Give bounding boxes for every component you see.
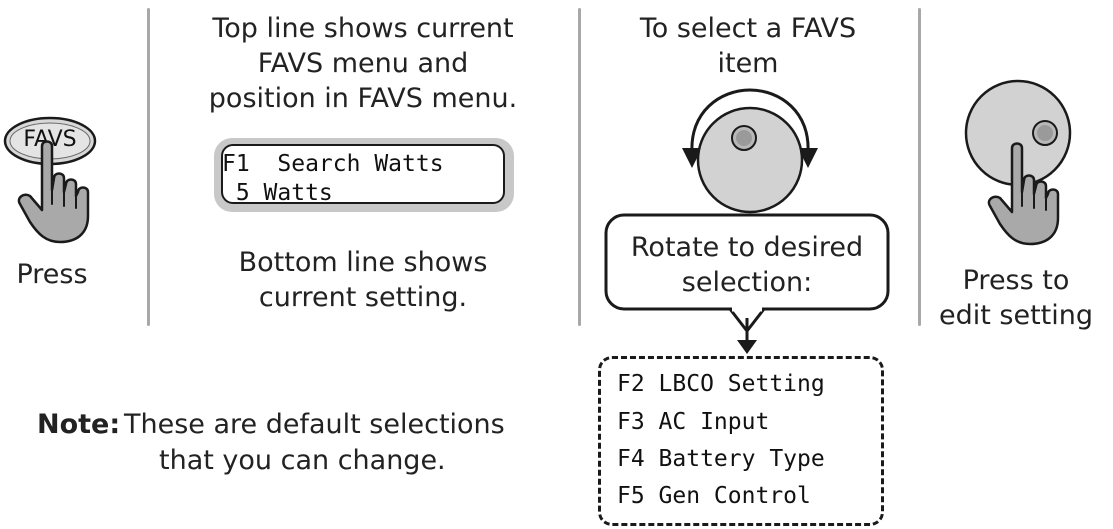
callout-text-2: selection:: [681, 267, 813, 298]
divider-2: [578, 8, 581, 326]
select-text-2: item: [717, 48, 779, 79]
bottom-line-text-2: current setting.: [258, 282, 468, 313]
select-text-1: To select a FAVS: [639, 13, 857, 44]
press-edit-text-2: edit setting: [938, 300, 1094, 331]
favs-list-item-f2: F2 LBCO Setting: [617, 371, 825, 397]
callout-bubble: [604, 213, 890, 333]
hand-pointer-icon: [987, 142, 1060, 246]
favs-list-item-f3: F3 AC Input: [617, 409, 770, 435]
callout-text-1: Rotate to desired: [630, 232, 864, 263]
top-line-text-2: FAVS menu and: [257, 48, 469, 79]
rotate-arrows-icon: [682, 88, 818, 168]
lcd-line-2: 5 Watts: [222, 180, 333, 206]
favs-list-item-f5: F5 Gen Control: [617, 483, 811, 509]
hand-pointer-icon: [17, 140, 90, 244]
note-line-1: These are default selections: [124, 409, 505, 440]
rotary-knob-icon[interactable]: [695, 105, 805, 215]
divider-3: [918, 8, 921, 326]
bottom-line-text-1: Bottom line shows: [238, 247, 488, 278]
step1-label: Press: [16, 259, 88, 290]
favs-list-box: [598, 356, 884, 526]
favs-list-item-f4: F4 Battery Type: [617, 446, 825, 472]
note-line-2: that you can change.: [159, 445, 446, 476]
lcd-display: [214, 138, 514, 212]
top-line-text-1: Top line shows current: [212, 13, 514, 44]
divider-1: [147, 8, 150, 326]
note-label: Note:: [37, 409, 121, 440]
press-edit-text-1: Press to: [962, 265, 1070, 296]
lcd-line-1: F1 Search Watts: [222, 151, 444, 177]
down-arrow-icon: [737, 318, 757, 354]
top-line-text-3: position in FAVS menu.: [208, 83, 518, 114]
